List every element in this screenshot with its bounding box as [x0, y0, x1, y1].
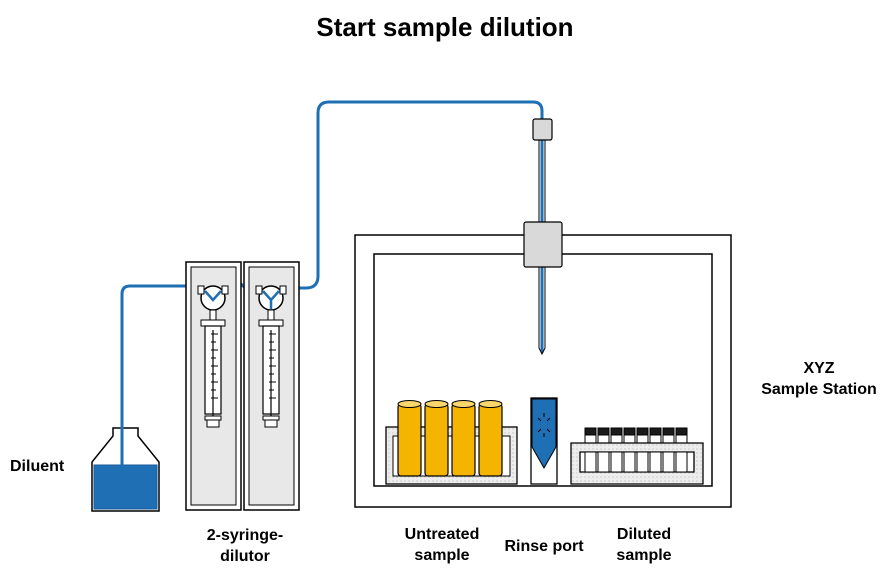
rinse-port	[530, 397, 558, 485]
untreated-sample-label: Untreated sample	[390, 524, 494, 566]
sample-station	[354, 234, 732, 508]
dilutor-label-line2: dilutor	[220, 548, 270, 565]
sample-tube	[478, 400, 503, 477]
diluted-label-line1: Diluted	[616, 526, 672, 543]
diluent-bottle	[91, 427, 160, 512]
diluted-sample-label: Diluted sample	[596, 524, 692, 566]
station-label-line2: Sample Station	[761, 381, 877, 398]
syringe-1	[197, 285, 229, 428]
dilutor-label: 2-syringe- dilutor	[185, 525, 305, 567]
syringe-2	[255, 285, 287, 428]
station-label-line1: XYZ	[803, 360, 835, 377]
syringe-dilutor	[185, 261, 300, 511]
untreated-label-line1: Untreated	[404, 526, 480, 543]
rinse-port-label: Rinse port	[504, 538, 584, 555]
page-title: Start sample dilution	[316, 12, 574, 42]
sample-tube	[397, 400, 422, 477]
diluted-sample-rack	[570, 442, 704, 485]
sample-tube	[451, 400, 476, 477]
diluted-label-line2: sample	[616, 547, 672, 564]
untreated-sample-tubes	[397, 400, 503, 477]
sample-tube	[424, 400, 449, 477]
station-label: XYZ Sample Station	[752, 358, 886, 400]
probe	[523, 118, 563, 356]
dilutor-label-line1: 2-syringe-	[206, 527, 284, 544]
untreated-label-line2: sample	[414, 547, 470, 564]
diluent-label: Diluent	[10, 458, 65, 475]
